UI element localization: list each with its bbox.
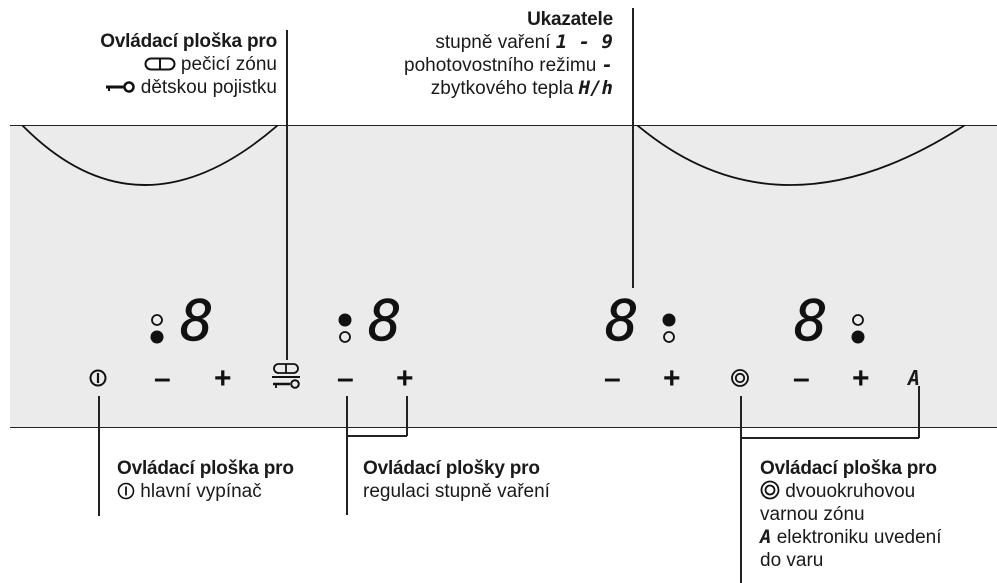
top-left-line1: pečicí zónu bbox=[180, 54, 277, 75]
zone2-minus-button[interactable]: – bbox=[337, 362, 354, 395]
level-controls-label: Ovládací plošky pro regulaci stupně vaře… bbox=[363, 457, 550, 503]
leader-line-indicators bbox=[632, 8, 634, 288]
leader-line-bracket bbox=[346, 435, 407, 437]
power-switch-label: Ovládací ploška pro hlavní vypínač bbox=[117, 457, 294, 503]
zone2-plus-button[interactable]: + bbox=[396, 362, 414, 395]
key-icon bbox=[106, 81, 136, 93]
indicators-line2: pohotovostního režimu bbox=[404, 55, 597, 76]
leader-line-level bbox=[346, 435, 348, 515]
power-line1: hlavní vypínač bbox=[140, 481, 262, 502]
dual-line3: elektroniku uvedení bbox=[776, 527, 942, 548]
dual-circuit-icon[interactable] bbox=[730, 368, 750, 388]
zone3-plus-button[interactable]: + bbox=[663, 362, 681, 395]
zone4-minus-button[interactable]: – bbox=[793, 362, 810, 395]
zone4-display: 8 bbox=[794, 289, 828, 354]
leader-line-plus bbox=[406, 396, 408, 436]
level-line1: regulaci stupně vaření bbox=[363, 481, 550, 502]
power-title: Ovládací ploška pro bbox=[117, 458, 294, 479]
dual-line1: dvouokruhovou bbox=[785, 481, 916, 502]
oven-zone-label: Ovládací ploška pro pečicí zónu dětskou … bbox=[20, 30, 277, 99]
dual-zone-label: Ovládací ploška pro dvouokruhovou varnou… bbox=[760, 457, 942, 572]
residual-heat-symbol: H/h bbox=[578, 77, 613, 99]
leader-line-dual bbox=[740, 396, 742, 583]
zone4-plus-button[interactable]: + bbox=[852, 362, 870, 395]
leader-line-boil bbox=[918, 386, 920, 438]
leader-line-power bbox=[98, 396, 100, 516]
zone4-indicator-dots bbox=[851, 314, 865, 344]
leader-line-boil-h bbox=[740, 437, 919, 439]
boil-symbol: A bbox=[760, 526, 772, 548]
dual-title: Ovládací ploška pro bbox=[760, 458, 937, 479]
leader-line-oven bbox=[286, 30, 288, 360]
standby-symbol: - bbox=[601, 54, 613, 76]
cooking-zone-arcs bbox=[21, 125, 966, 186]
zone3-indicator-dots bbox=[662, 313, 676, 343]
oven-zone-icon bbox=[144, 57, 176, 71]
control-panel bbox=[10, 125, 997, 428]
boil-electronics-button[interactable]: A bbox=[908, 366, 921, 390]
dual-circuit-symbol-icon bbox=[760, 480, 780, 500]
top-left-title: Ovládací ploška pro bbox=[100, 31, 277, 52]
zone2-display: 8 bbox=[368, 289, 402, 354]
zone1-minus-button[interactable]: – bbox=[154, 362, 171, 395]
power-icon[interactable] bbox=[88, 368, 108, 388]
zone3-display: 8 bbox=[605, 289, 639, 354]
zone1-plus-button[interactable]: + bbox=[214, 362, 232, 395]
level-title: Ovládací plošky pro bbox=[363, 458, 540, 479]
oven-zone-childlock-icon[interactable] bbox=[270, 362, 302, 392]
zone1-display: 8 bbox=[180, 289, 214, 354]
indicators-line3: zbytkového tepla bbox=[430, 78, 574, 99]
zone1-indicator-dots bbox=[150, 314, 164, 344]
indicators-title: Ukazatele bbox=[527, 9, 613, 30]
zone2-indicator-dots bbox=[338, 313, 352, 343]
indicators-line1: stupně vaření bbox=[435, 32, 551, 53]
power-symbol-icon bbox=[117, 482, 135, 500]
top-left-line2: dětskou pojistku bbox=[140, 77, 277, 98]
indicators-label: Ukazatele stupně vaření 1 - 9 pohotovost… bbox=[330, 8, 613, 100]
dual-line2: varnou zónu bbox=[760, 504, 865, 525]
level-range-symbol: 1 - 9 bbox=[555, 31, 613, 53]
leader-line-minus bbox=[346, 396, 348, 436]
dual-line4: do varu bbox=[760, 550, 824, 571]
zone3-minus-button[interactable]: – bbox=[604, 362, 621, 395]
